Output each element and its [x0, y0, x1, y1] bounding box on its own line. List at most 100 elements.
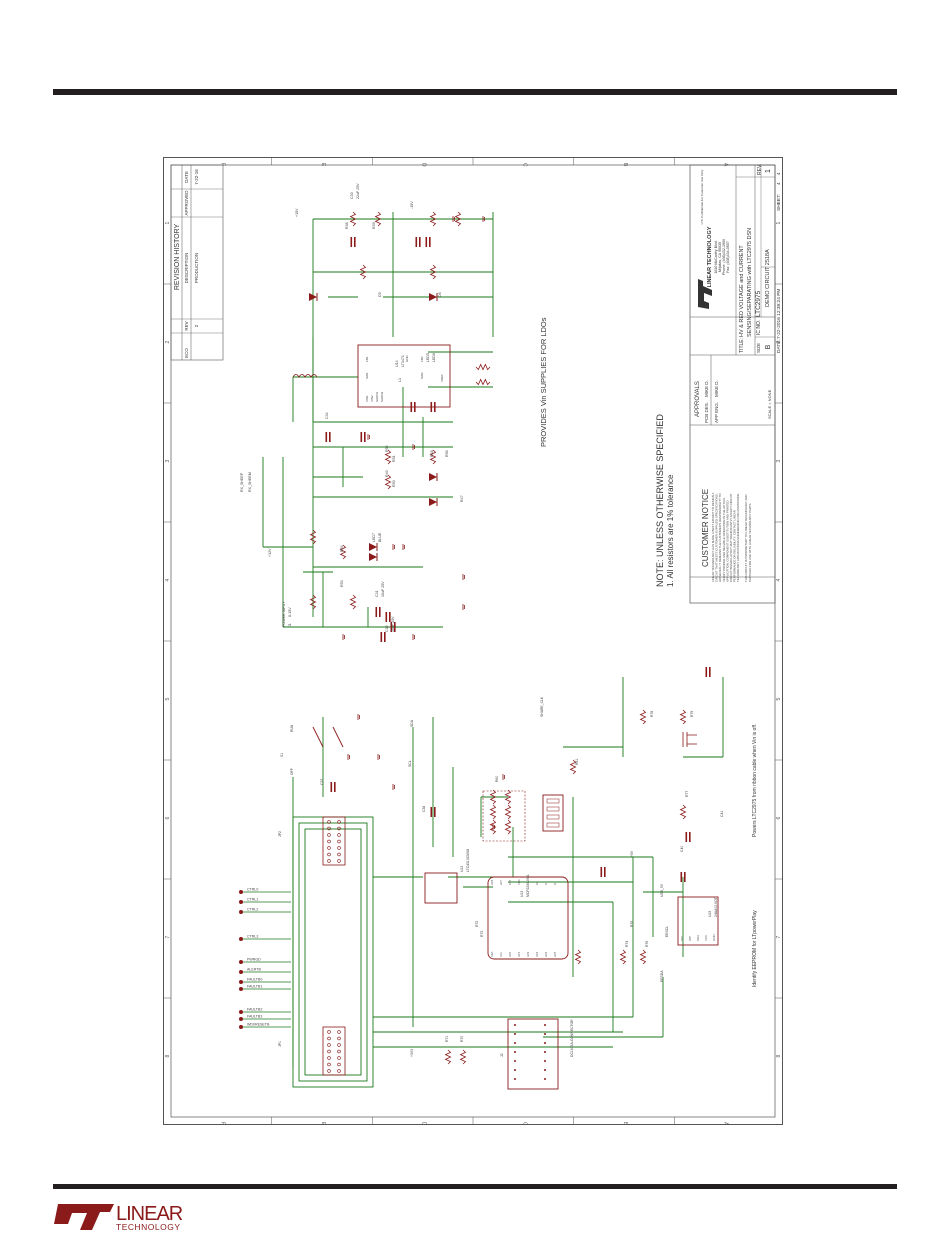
u13-pin-rx: RX — [535, 881, 539, 885]
input-label-4: 10uF 25V — [381, 581, 385, 597]
resistor — [444, 1049, 452, 1065]
resistor — [349, 211, 357, 227]
resistor — [504, 789, 512, 805]
ground-symbol — [482, 216, 485, 222]
net-port — [239, 980, 243, 984]
j2-pin — [514, 1069, 516, 1071]
switch-s1 — [312, 726, 324, 748]
zone-number-right: 7 — [776, 936, 782, 939]
u13-pin-vdd: VDD — [517, 879, 521, 885]
capacitor — [325, 432, 331, 442]
net-port — [239, 987, 243, 991]
u13-pin-rst: RST — [508, 879, 512, 885]
frame-inner — [170, 164, 776, 1118]
capacitor — [705, 667, 711, 677]
approvals-row1-name: MIKE D. — [704, 380, 709, 397]
u12-ltc4313-body — [424, 872, 458, 904]
comm-label-34: USB_5V — [660, 883, 664, 897]
resistor — [309, 594, 317, 610]
comm-parts — [312, 667, 711, 1080]
capacitor — [680, 872, 686, 882]
title-line-2: SENSING/SEPARATING with LTC2975 DSN — [747, 228, 753, 337]
company-address-2: Milpitas, CA 95035 — [718, 242, 722, 272]
zone-number-left: 1 — [165, 222, 171, 225]
u15-pin-wp: WP — [688, 936, 692, 941]
zone-number-left: 3 — [165, 460, 171, 463]
zone-number-right: 8 — [776, 1055, 782, 1058]
customer-notice-title: CUSTOMER NOTICE — [701, 489, 710, 567]
company-address-4: Fax: (408)434-0507 — [726, 241, 730, 273]
revision-title: REVISION HISTORY — [174, 224, 181, 291]
power-label-10: R48 — [430, 450, 434, 457]
comm-label-36: +5V — [630, 850, 634, 857]
j2-pin — [544, 1033, 546, 1035]
dip-switch-pole — [546, 806, 560, 812]
u13-pin-gp2: GP2 — [526, 951, 530, 957]
ground-symbol — [402, 544, 405, 550]
comm-label-31: SHARE_CLK — [540, 696, 544, 717]
zone-number-left: 5 — [165, 698, 171, 701]
power-label-7: D5 — [378, 292, 382, 297]
logo-subtext: TECHNOLOGY — [116, 1222, 181, 1232]
input-label-8: BLUE — [378, 532, 382, 542]
power-label-12: C34 — [325, 412, 329, 419]
zone-number-right: 6 — [776, 817, 782, 820]
date-value: 7-22-2016 12:39:24 PM — [776, 289, 782, 339]
title-label: TITLE: — [739, 338, 745, 353]
ground-symbol — [392, 784, 395, 790]
size-label: SIZE — [756, 343, 761, 353]
resistor — [504, 819, 512, 835]
customer-notice-line: LINEAR TECHNOLOGY HAS MADE A BEST EFFORT… — [711, 493, 715, 582]
net-port — [239, 1017, 243, 1021]
net-port — [239, 910, 243, 914]
comm-label-9: LTC4313CMS8 — [466, 849, 470, 872]
input-label-2: 8-15V — [288, 607, 292, 617]
ground-symbol — [412, 444, 415, 450]
resistor — [339, 544, 347, 560]
power-section — [292, 212, 494, 628]
comm-label-24: R75 — [630, 921, 634, 927]
net-port — [239, 970, 243, 974]
ctrl-net-faultb2: FAULTB2 — [247, 1008, 262, 1012]
u15-pin-sda: SDA — [696, 935, 700, 941]
ldo-note: PROVIDES Vin SUPPLIES FOR LDOs — [539, 317, 548, 447]
revision-header-description: DESCRIPTION — [184, 253, 189, 284]
zone-letter-bottom: C — [521, 1122, 527, 1125]
rev-label: REV. — [757, 164, 763, 175]
u13-pin-gp1: GP1 — [517, 951, 521, 957]
resistor — [349, 594, 357, 610]
ctrl-net-ctrl2: CTRL2 — [247, 908, 258, 912]
zone-number-left: 2 — [165, 341, 171, 344]
power-label-16: R51 — [392, 455, 396, 462]
power-label-14: LED6 — [432, 353, 436, 362]
revision-header-eco: ECO — [184, 348, 189, 358]
power-label-15: R50 — [392, 480, 396, 487]
company-address-1: 1630 McCarthy Blvd. — [714, 240, 718, 273]
resistor — [459, 1049, 467, 1065]
power-label-6: L1 — [398, 378, 402, 382]
comm-label-17: R60 — [495, 776, 499, 782]
u13-pin-tx: TX — [526, 881, 530, 885]
revision-header-rev: REV — [184, 321, 189, 330]
resistor — [309, 529, 317, 545]
lt3471-pin-vin1: VIN1 — [365, 395, 369, 402]
ground-symbol — [452, 216, 455, 222]
dip-switch-pole — [546, 814, 560, 820]
ctrl-net-ctrl1: CTRL1 — [247, 898, 258, 902]
capacitor — [390, 622, 396, 632]
ctrl-net-faultb3: FAULTB3 — [247, 1015, 262, 1019]
capacitor — [380, 632, 386, 642]
u15-pin-gnd: GND — [712, 934, 716, 942]
j2-pin — [514, 1078, 516, 1080]
comm-label-7: DC1613A-CONNECTOR — [570, 1019, 574, 1057]
capacitor — [375, 607, 381, 617]
ltc-confidential-line: LTC Confidential-For Customer Use Only — [700, 169, 704, 224]
zone-number-right: 3 — [776, 460, 782, 463]
ctrl-net-faultb1: FAULTB1 — [247, 985, 262, 989]
u14-lt3471-body — [357, 344, 451, 408]
customer-notice-footer: THIS CIRCUIT IS PROPRIETARY TO LINEAR TE… — [744, 495, 748, 582]
power-label-1: LT3471 — [401, 355, 405, 367]
